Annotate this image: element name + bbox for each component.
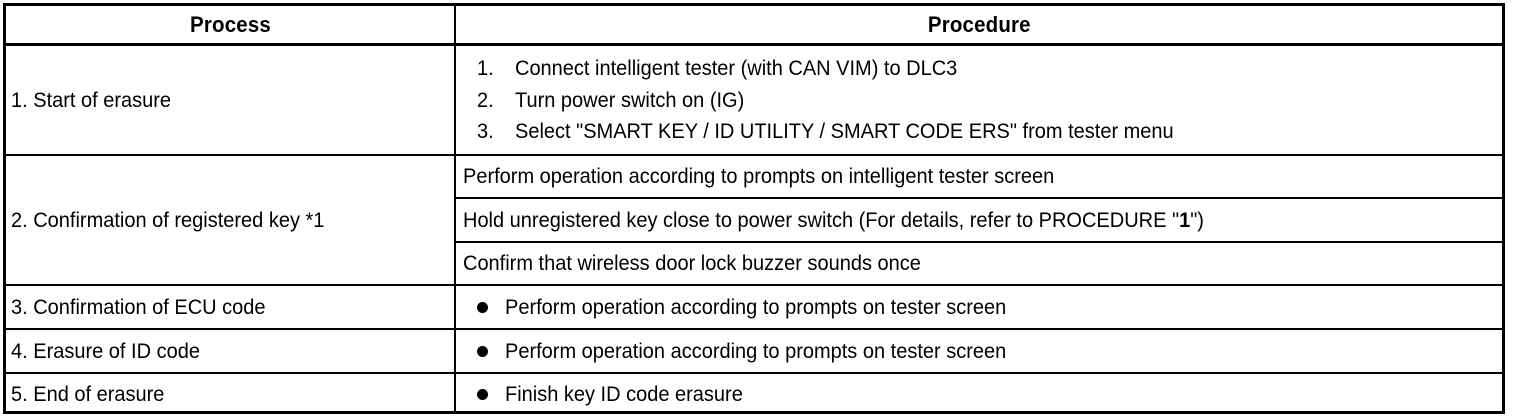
bullet-point-icon xyxy=(477,389,505,400)
header-cell-process: Process xyxy=(6,6,456,43)
process-cell: 1. Start of erasure xyxy=(6,46,456,154)
table-row: 3. Confirmation of ECU code Perform oper… xyxy=(6,286,1502,330)
header-cell-procedure: Procedure xyxy=(456,6,1502,43)
bullet-point-icon xyxy=(477,302,505,313)
procedure-subrow-group: Perform operation according to prompts o… xyxy=(456,156,1502,284)
procedure-table: Process Procedure 1. Start of erasure 1.… xyxy=(3,3,1505,414)
bullet-line: Finish key ID code erasure xyxy=(456,382,1502,407)
process-label: 3. Confirmation of ECU code xyxy=(11,294,266,319)
list-item: 2. Turn power switch on (IG) xyxy=(477,88,1502,113)
process-cell: 2. Confirmation of registered key *1 xyxy=(6,156,456,284)
procedure-reference-number: 1 xyxy=(1179,207,1191,232)
step-number: 3. xyxy=(477,119,494,144)
step-text: Turn power switch on (IG) xyxy=(515,87,745,112)
procedure-text: Finish key ID code erasure xyxy=(505,381,743,406)
procedure-cell: Perform operation according to prompts o… xyxy=(456,286,1502,328)
process-cell: 4. Erasure of ID code xyxy=(6,330,456,372)
procedure-subrow: Perform operation according to prompts o… xyxy=(456,156,1502,200)
procedure-subrow: Hold unregistered key close to power swi… xyxy=(456,199,1502,243)
procedure-cell: Perform operation according to prompts o… xyxy=(456,330,1502,372)
procedure-column-header-label: Procedure xyxy=(927,11,1031,37)
list-item: 3. Select "SMART KEY / ID UTILITY / SMAR… xyxy=(477,119,1502,144)
process-cell: 5. End of erasure xyxy=(6,374,456,414)
process-label: 4. Erasure of ID code xyxy=(11,338,200,363)
bullet-line: Perform operation according to prompts o… xyxy=(456,339,1502,364)
procedure-text-before: Hold unregistered key close to power swi… xyxy=(463,207,1180,232)
process-label: 5. End of erasure xyxy=(11,381,165,406)
table-row: 2. Confirmation of registered key *1 Per… xyxy=(6,156,1502,286)
step-number: 1. xyxy=(477,55,494,80)
step-text: Select "SMART KEY / ID UTILITY / SMART C… xyxy=(515,119,1174,144)
process-cell: 3. Confirmation of ECU code xyxy=(6,286,456,328)
bullet-line: Perform operation according to prompts o… xyxy=(456,295,1502,320)
procedure-text: Hold unregistered key close to power swi… xyxy=(463,208,1204,233)
process-label: 2. Confirmation of registered key *1 xyxy=(11,207,325,232)
table-row: 4. Erasure of ID code Perform operation … xyxy=(6,330,1502,374)
step-number: 2. xyxy=(477,87,494,112)
procedure-text: Perform operation according to prompts o… xyxy=(463,164,1055,189)
procedure-text-after: ") xyxy=(1190,207,1204,232)
procedure-text: Confirm that wireless door lock buzzer s… xyxy=(463,250,921,275)
procedure-cell: 1. Connect intelligent tester (with CAN … xyxy=(456,46,1502,154)
process-label: 1. Start of erasure xyxy=(11,87,172,112)
list-item: 1. Connect intelligent tester (with CAN … xyxy=(477,56,1502,81)
procedure-text: Perform operation according to prompts o… xyxy=(505,294,1007,319)
table-row: 1. Start of erasure 1. Connect intellige… xyxy=(6,46,1502,156)
table-header-row: Process Procedure xyxy=(6,6,1502,46)
procedure-text: Perform operation according to prompts o… xyxy=(505,338,1007,363)
procedure-cell: Finish key ID code erasure xyxy=(456,374,1502,414)
table-row: 5. End of erasure Finish key ID code era… xyxy=(6,374,1502,414)
procedure-subrow: Confirm that wireless door lock buzzer s… xyxy=(456,243,1502,284)
step-text: Connect intelligent tester (with CAN VIM… xyxy=(515,55,958,80)
procedure-cell: Perform operation according to prompts o… xyxy=(456,156,1502,284)
process-column-header-label: Process xyxy=(190,11,271,37)
numbered-step-list: 1. Connect intelligent tester (with CAN … xyxy=(456,56,1502,144)
bullet-point-icon xyxy=(477,346,505,357)
